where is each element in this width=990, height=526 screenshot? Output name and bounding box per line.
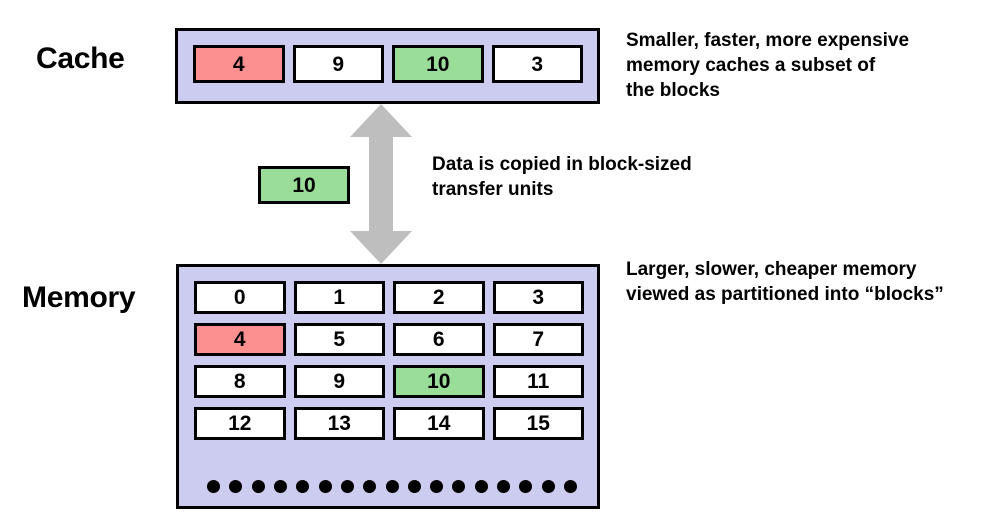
ellipsis-dot: [251, 479, 265, 493]
ellipsis-dot: [296, 479, 310, 493]
memory-row-label: Memory: [22, 281, 136, 314]
ellipsis-dot: [497, 479, 511, 493]
ellipsis-dot: [519, 479, 533, 493]
memory-cell: 6: [393, 323, 485, 356]
memory-cell: 2: [393, 281, 485, 314]
arrow-svg: [350, 104, 412, 264]
ellipsis-dot: [474, 479, 488, 493]
memory-cell: 13: [293, 407, 385, 440]
cache-row-label: Cache: [36, 42, 125, 75]
arrow-shape: [350, 104, 412, 264]
memory-cell: 12: [194, 407, 286, 440]
memory-cell: 7: [492, 323, 584, 356]
ellipsis-dot: [229, 479, 243, 493]
memory-cell: 15: [492, 407, 584, 440]
ellipsis-dot: [363, 479, 377, 493]
memory-cell: 3: [492, 281, 584, 314]
cache-cell: 9: [292, 45, 384, 83]
memory-cell: 0: [194, 281, 286, 314]
ellipsis-dot: [273, 479, 287, 493]
cache-cell: 10: [392, 45, 484, 83]
memory-cell: 11: [492, 365, 584, 398]
memory-continuation-dots: [207, 478, 577, 494]
ellipsis-dot: [385, 479, 399, 493]
transfer-unit-block: 10: [258, 166, 350, 204]
memory-cell: 1: [293, 281, 385, 314]
memory-cell: 4: [194, 323, 286, 356]
double-headed-vertical-arrow-icon: [350, 104, 412, 264]
ellipsis-dot: [318, 479, 332, 493]
ellipsis-dot: [340, 479, 354, 493]
memory-cell: 10: [393, 365, 485, 398]
cache-cell: 3: [491, 45, 583, 83]
memory-annotation-text: Larger, slower, cheaper memory viewed as…: [626, 259, 944, 306]
memory-cell: 5: [293, 323, 385, 356]
ellipsis-dot: [564, 479, 577, 493]
ellipsis-dot: [452, 479, 466, 493]
ellipsis-dot: [407, 479, 421, 493]
ellipsis-dot: [430, 479, 444, 493]
transfer-annotation-text: Data is copied in block-sized transfer u…: [432, 154, 692, 201]
ellipsis-dot: [541, 479, 555, 493]
ellipsis-dot: [207, 479, 220, 493]
cache-annotation-text: Smaller, faster, more expensive memory c…: [626, 30, 910, 102]
cache-cell: 4: [193, 45, 285, 83]
memory-cell: 8: [194, 365, 286, 398]
memory-cell: 9: [293, 365, 385, 398]
memory-cell: 14: [393, 407, 485, 440]
